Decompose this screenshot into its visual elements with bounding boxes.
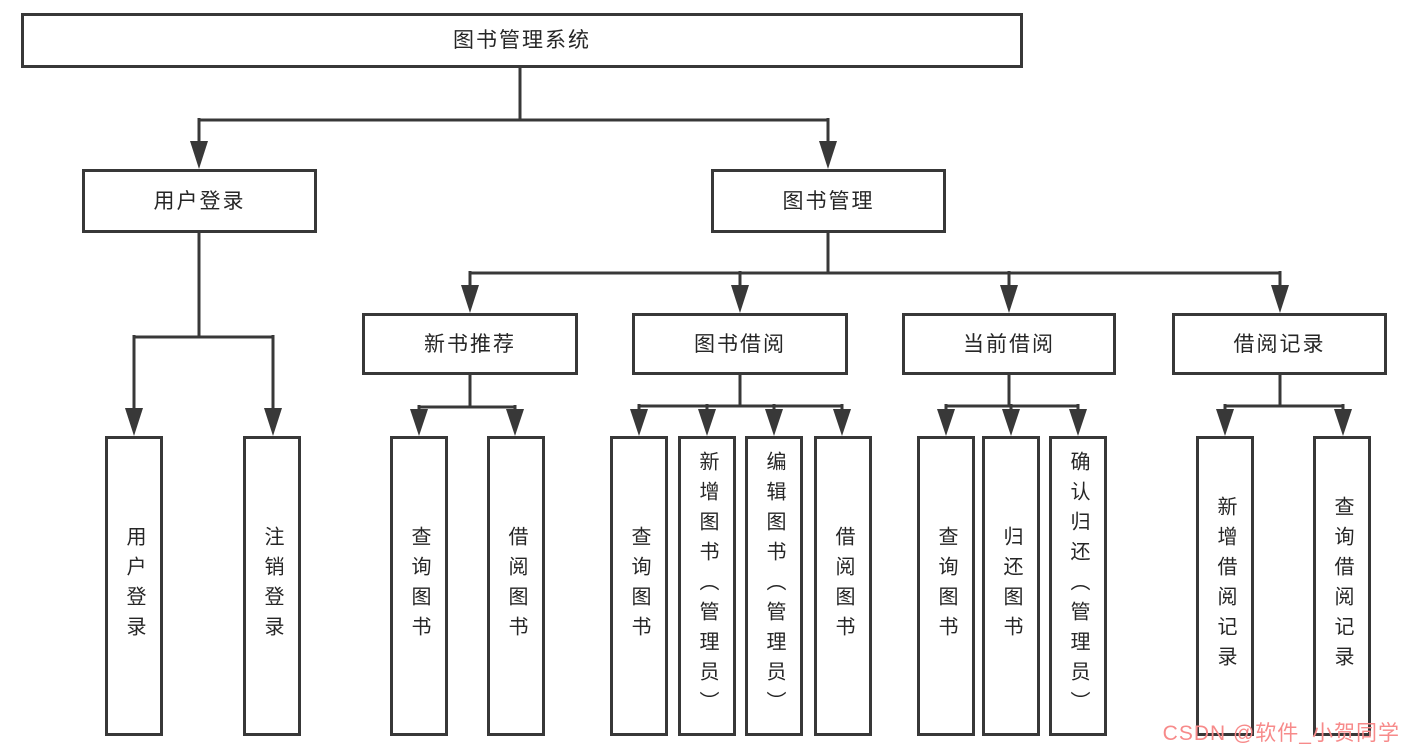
leaf-box-query-books-current: 查询图书 <box>917 436 975 736</box>
arrowhead <box>1000 285 1018 313</box>
arrowhead <box>190 141 208 169</box>
arrowhead <box>630 409 648 436</box>
branch-box-current-borrowing: 当前借阅 <box>902 313 1116 375</box>
arrowhead <box>1271 285 1289 313</box>
leaf-box-return-book: 归还图书 <box>982 436 1040 736</box>
leaf-box-query-borrow-record: 查询借阅记录 <box>1313 436 1371 736</box>
branch-box-borrowing-records: 借阅记录 <box>1172 313 1387 375</box>
arrowhead <box>1002 409 1020 436</box>
arrowhead <box>410 409 428 436</box>
leaf-box-logout: 注销登录 <box>243 436 301 736</box>
leaf-box-add-book-admin: 新增图书（管理员） <box>678 436 736 736</box>
branch-box-book-management: 图书管理 <box>711 169 946 233</box>
arrowhead <box>833 409 851 436</box>
csdn-watermark: CSDN @软件_小贺同学 <box>1162 722 1400 745</box>
arrowhead <box>506 409 524 436</box>
leaf-box-borrow-books-borrowing: 借阅图书 <box>814 436 872 736</box>
leaf-box-user-login: 用户登录 <box>105 436 163 736</box>
arrowhead <box>937 409 955 436</box>
leaf-box-query-books-recommend: 查询图书 <box>390 436 448 736</box>
branch-box-user-login: 用户登录 <box>82 169 317 233</box>
branch-box-new-book-recommend: 新书推荐 <box>362 313 578 375</box>
arrowhead <box>765 409 783 436</box>
arrowhead <box>125 408 143 436</box>
arrowhead <box>1334 409 1352 436</box>
root-box-library-management-system: 图书管理系统 <box>21 13 1023 68</box>
arrowhead <box>698 409 716 436</box>
branch-box-book-borrowing: 图书借阅 <box>632 313 848 375</box>
arrowhead <box>1069 409 1087 436</box>
arrowhead <box>819 141 837 169</box>
leaf-box-query-books-borrowing: 查询图书 <box>610 436 668 736</box>
leaf-box-confirm-return-admin: 确认归还（管理员） <box>1049 436 1107 736</box>
leaf-box-borrow-books-recommend: 借阅图书 <box>487 436 545 736</box>
arrowhead <box>731 285 749 313</box>
arrowhead <box>461 285 479 313</box>
arrowhead <box>1216 409 1234 436</box>
leaf-box-edit-book-admin: 编辑图书（管理员） <box>745 436 803 736</box>
leaf-box-add-borrow-record: 新增借阅记录 <box>1196 436 1254 736</box>
arrowhead <box>264 408 282 436</box>
